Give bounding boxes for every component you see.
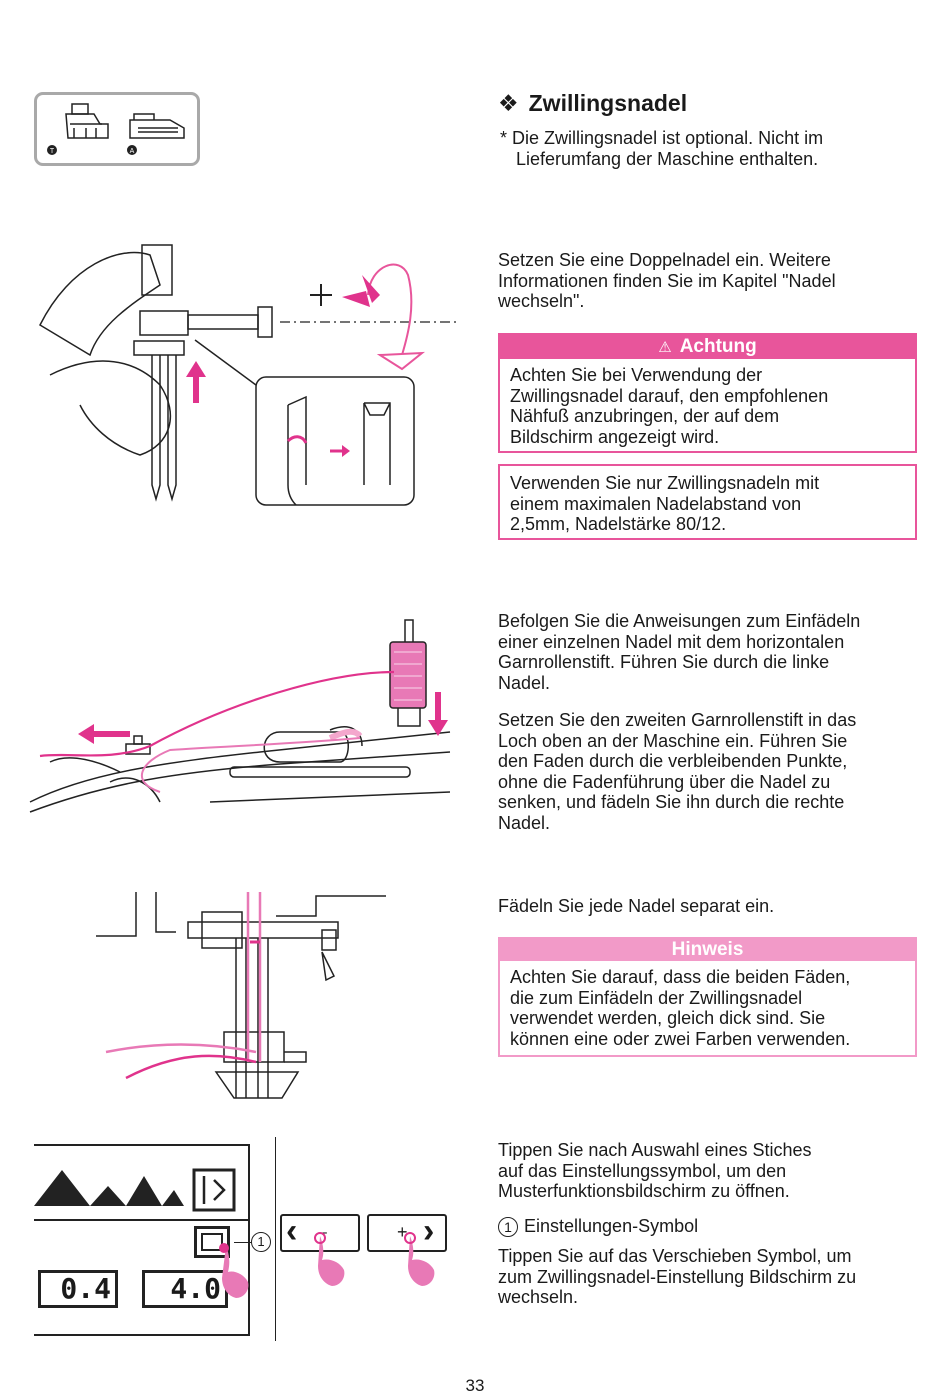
step3-text: Fädeln Sie jede Nadel separat ein. [498,896,775,916]
hint-title: Hinweis [671,939,744,960]
section-title-row: ❖ Zwillingsnadel [498,90,687,117]
lcd-screen-panel: 0.4 4.0 [34,1144,250,1336]
tap-hand-minus-icon [314,1232,345,1286]
presser-feet-icon: T A [47,103,185,155]
hint-header: Hinweis [500,939,915,961]
callout-number: 1 [498,1217,518,1237]
step2-text1: Befolgen Sie die Anweisungen zum Einfäde… [498,611,861,693]
threading-spool-illustration [29,619,451,813]
settings-icon[interactable] [194,1226,230,1258]
callout-line [234,1242,252,1243]
presser-feet-box: T A [34,92,200,166]
caution-text: Achten Sie bei Verwendung der Zwillingsn… [510,365,829,447]
shift-plus-button[interactable]: + › [367,1212,447,1252]
stitch-pattern-display [34,1168,248,1221]
lcd-value-left: 0.4 [38,1270,118,1308]
foot-a-label: A [130,148,135,155]
caution-header: ⚠ Achtung [500,335,915,359]
step4-text: Tippen Sie nach Auswahl eines Stiches au… [498,1140,812,1201]
needle-threading-illustration [96,892,386,1099]
chevron-right-icon: › [423,1212,435,1250]
hint-text: Achten Sie darauf, dass die beiden Fäden… [510,967,851,1049]
page-number: 33 [465,1376,485,1395]
needle-insert-illustration [39,244,460,506]
callout-1-badge: 1 [251,1232,271,1252]
foot-t-label: T [50,148,55,155]
caution-box: ⚠ Achtung Achten Sie bei Verwendung der … [498,333,917,453]
chevron-left-icon: ‹ [286,1212,298,1250]
settings-callout-row: 1 Einstellungen-Symbol [498,1216,698,1237]
step2-text2: Setzen Sie den zweiten Garnrollenstift i… [498,710,857,833]
diamond-icon: ❖ [498,90,519,116]
tap-hand-icon [219,1243,249,1298]
caution-title: Achtung [679,336,757,357]
step1-text: Setzen Sie eine Doppelnadel ein. Weitere… [498,250,836,311]
plus-label: + [397,1222,408,1242]
warning-icon: ⚠ [658,339,672,356]
optional-note: * Die Zwillingsnadel ist optional. Nicht… [500,128,824,169]
minus-label: – [318,1224,327,1241]
figure-divider [275,1137,276,1341]
callout-label: Einstellungen-Symbol [524,1216,699,1236]
section-title: Zwillingsnadel [528,90,688,116]
step4-text2: Tippen Sie auf das Verschieben Symbol, u… [498,1246,857,1307]
needle-spec-box: Verwenden Sie nur Zwillingsnadeln mit ei… [498,464,917,540]
hint-box: Hinweis Achten Sie darauf, dass die beid… [498,937,917,1057]
tap-hand-plus-icon [404,1232,435,1286]
